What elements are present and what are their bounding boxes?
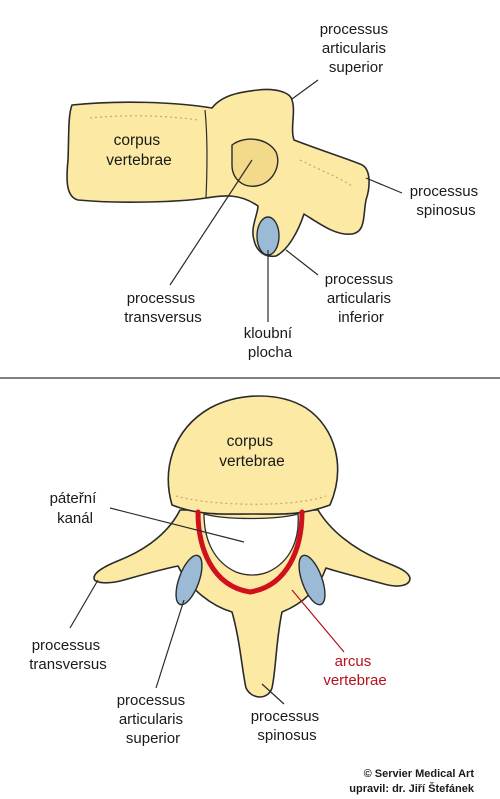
sup-kanal-label: páteřní kanál [50, 490, 101, 527]
lat-art-sup-label: processus articularis superior [320, 21, 393, 76]
lateral-vertebra-shape [66, 88, 370, 258]
superior-facet-left [175, 554, 203, 606]
superior-arch-shape [93, 509, 411, 698]
lat-kloubni-label: kloubní plocha [244, 325, 297, 361]
lateral-transverse-process [231, 138, 279, 187]
leader-sup-art-sup [155, 599, 185, 689]
arcus-vertebrae-highlight [195, 509, 305, 595]
leader-sup-arcus [291, 589, 345, 653]
leader-sup-transversus [69, 579, 99, 629]
leader-sup-kanal [109, 507, 245, 543]
superior-facet-right [298, 554, 326, 606]
leader-lat-art-inf [285, 249, 319, 276]
superior-view: corpus vertebrae páteřní kanál processus… [29, 395, 411, 747]
lateral-body-edge [204, 109, 208, 199]
lat-art-inf-label: processus articularis inferior [325, 271, 398, 326]
superior-body-shape [167, 395, 339, 515]
leader-lat-art-sup [291, 79, 319, 100]
credit-line-1: © Servier Medical Art [364, 768, 475, 780]
lat-corpus-label: corpus vertebrae [106, 132, 171, 169]
sup-corpus-label: corpus vertebrae [219, 433, 284, 470]
leader-sup-spinosus [261, 683, 285, 705]
sup-arcus-label: arcus vertebrae [323, 653, 386, 689]
spinal-canal [203, 513, 299, 576]
lat-spinosus-label: processus spinosus [410, 183, 483, 219]
lateral-inferior-facet [256, 216, 280, 256]
lateral-view: corpus vertebrae processus articularis s… [66, 21, 483, 361]
lateral-shading-2 [299, 159, 353, 187]
credit-line-2: upravil: dr. Jiří Štefánek [349, 782, 475, 795]
lat-transversus-label: processus transversus [124, 290, 202, 326]
leader-lat-transversus [169, 159, 253, 286]
sup-art-sup-label: processus articularis superior [117, 692, 190, 747]
sup-spinosus-label: processus spinosus [251, 708, 324, 744]
sup-transversus-label: processus transversus [29, 637, 107, 673]
superior-body-shading [175, 495, 327, 505]
leader-lat-spinosus [365, 177, 403, 194]
